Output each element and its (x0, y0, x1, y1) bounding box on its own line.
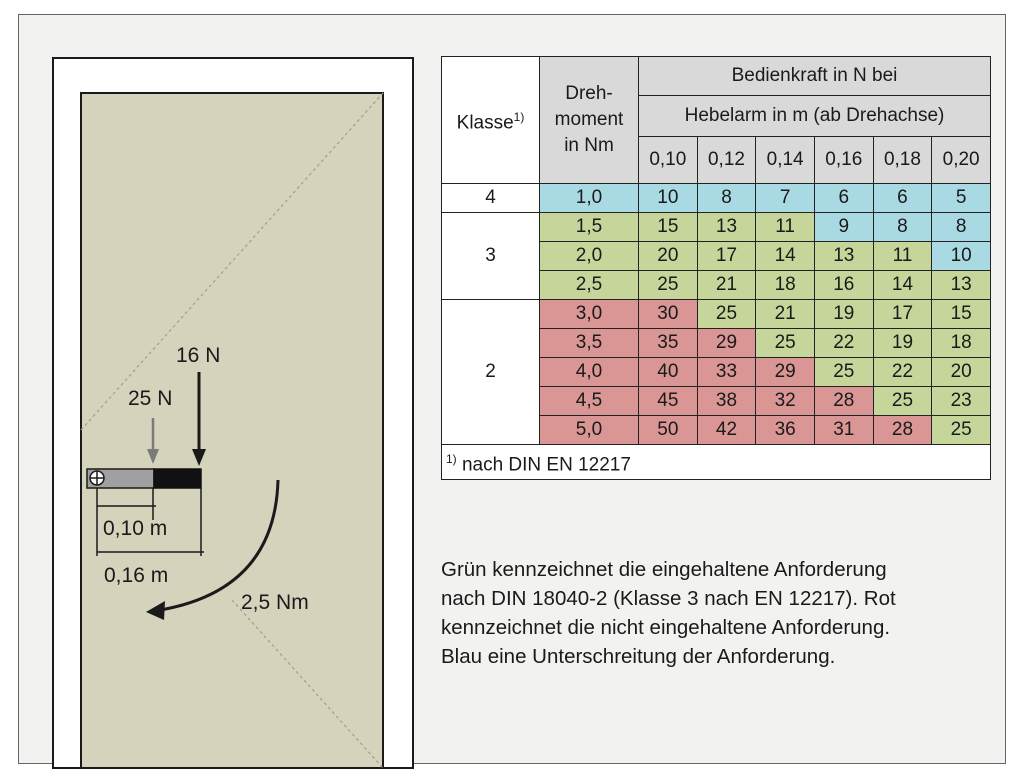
force-cell: 20 (931, 357, 991, 387)
torque-cell: 5,0 (539, 415, 639, 445)
header-lever-length: 0,14 (755, 136, 815, 184)
door-diagram: 16 N 25 N 0,10 m 0,16 m 2,5 Nm (52, 57, 414, 769)
force-cell: 25 (813, 357, 874, 387)
door-leaf (80, 92, 384, 769)
torque-cell: 4,0 (539, 357, 639, 387)
force-cell: 50 (638, 415, 698, 445)
lever-long-label: 0,16 m (104, 564, 168, 587)
force-cell: 22 (813, 328, 874, 358)
torque-cell: 4,5 (539, 386, 639, 416)
header-bedienkraft: Bedienkraft in N bei (638, 56, 991, 96)
force-cell: 25 (931, 415, 991, 445)
force-right-label: 16 N (176, 344, 220, 367)
lever-short-label: 0,10 m (103, 517, 167, 540)
force-cell: 14 (872, 270, 933, 300)
force-cell: 28 (813, 386, 874, 416)
force-cell: 6 (813, 183, 874, 213)
force-cell: 35 (638, 328, 698, 358)
force-cell: 25 (872, 386, 933, 416)
force-cell: 11 (872, 241, 933, 271)
force-cell: 15 (931, 299, 991, 329)
force-cell: 21 (696, 270, 757, 300)
klasse-cell: 3 (441, 212, 540, 300)
force-cell: 9 (813, 212, 874, 242)
force-cell: 10 (931, 241, 991, 271)
force-cell: 18 (931, 328, 991, 358)
force-cell: 38 (696, 386, 757, 416)
force-cell: 31 (813, 415, 874, 445)
force-cell: 14 (755, 241, 815, 271)
handle-black-part (153, 468, 202, 489)
opening-line-lower (231, 599, 384, 769)
torque-cell: 3,0 (539, 299, 639, 329)
force-cell: 13 (931, 270, 991, 300)
force-left-label: 25 N (128, 387, 172, 410)
force-cell: 17 (696, 241, 757, 271)
torque-cell: 1,5 (539, 212, 639, 242)
force-cell: 8 (872, 212, 933, 242)
force-cell: 20 (638, 241, 698, 271)
force-cell: 33 (696, 357, 757, 387)
force-cell: 18 (755, 270, 815, 300)
force-cell: 25 (696, 299, 757, 329)
force-cell: 29 (755, 357, 815, 387)
force-cell: 32 (755, 386, 815, 416)
force-cell: 15 (638, 212, 698, 242)
force-cell: 42 (696, 415, 757, 445)
force-cell: 45 (638, 386, 698, 416)
force-cell: 6 (872, 183, 933, 213)
force-cell: 8 (931, 212, 991, 242)
header-lever-length: 0,10 (638, 136, 698, 184)
force-cell: 28 (872, 415, 933, 445)
klasse-cell: 4 (441, 183, 540, 213)
force-cell: 25 (755, 328, 815, 358)
force-cell: 19 (872, 328, 933, 358)
force-cell: 17 (872, 299, 933, 329)
header-lever-length: 0,18 (872, 136, 933, 184)
force-cell: 7 (755, 183, 815, 213)
torque-cell: 2,0 (539, 241, 639, 271)
force-cell: 13 (813, 241, 874, 271)
torque-cell: 1,0 (539, 183, 639, 213)
force-cell: 23 (931, 386, 991, 416)
header-lever-length: 0,20 (931, 136, 991, 184)
force-cell: 13 (696, 212, 757, 242)
klasse-cell: 2 (441, 299, 540, 445)
force-cell: 8 (696, 183, 757, 213)
force-cell: 40 (638, 357, 698, 387)
force-cell: 11 (755, 212, 815, 242)
force-cell: 30 (638, 299, 698, 329)
torque-label: 2,5 Nm (241, 591, 309, 614)
table-footnote: 1) nach DIN EN 12217 (441, 443, 991, 481)
force-cell: 10 (638, 183, 698, 213)
header-klasse: Klasse1) (441, 56, 540, 184)
header-lever-length: 0,16 (813, 136, 874, 184)
force-cell: 21 (755, 299, 815, 329)
force-cell: 5 (931, 183, 991, 213)
header-drehmoment: Dreh- moment in Nm (539, 56, 639, 184)
force-cell: 36 (755, 415, 815, 445)
force-cell: 29 (696, 328, 757, 358)
force-cell: 16 (813, 270, 874, 300)
force-cell: 22 (872, 357, 933, 387)
force-table: Klasse1) Dreh- moment in Nm Bedienkraft … (441, 56, 991, 481)
header-lever-length: 0,12 (696, 136, 757, 184)
torque-cell: 3,5 (539, 328, 639, 358)
header-hebelarm: Hebelarm in m (ab Drehachse) (638, 95, 991, 137)
torque-cell: 2,5 (539, 270, 639, 300)
force-cell: 19 (813, 299, 874, 329)
force-cell: 25 (638, 270, 698, 300)
legend-text: Grün kennzeichnet die eingehaltene Anfor… (441, 558, 896, 668)
torque-arc-arrow (159, 479, 280, 612)
